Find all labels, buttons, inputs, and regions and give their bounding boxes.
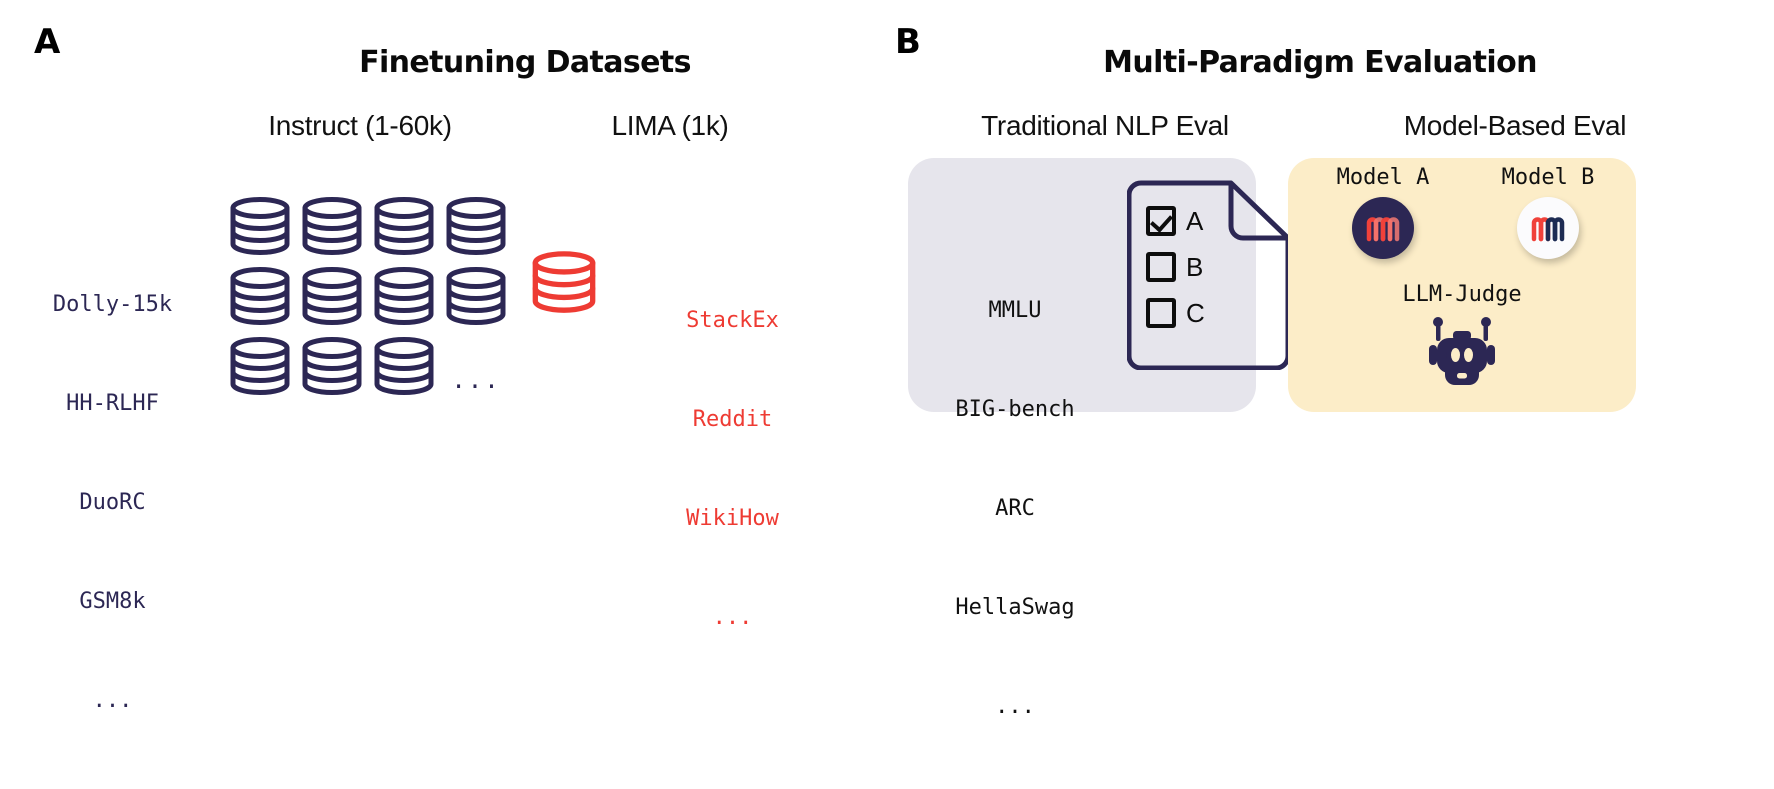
instruct-dataset-list: Dolly-15k HH-RLHF DuoRC GSM8k ... [20, 222, 205, 783]
database-cylinder-icon [300, 335, 364, 396]
option-letter-b: B [1186, 252, 1204, 282]
list-item: MMLU [988, 298, 1042, 323]
llm-judge-label: LLM-Judge [1402, 282, 1522, 307]
database-cylinder-icon [228, 196, 292, 257]
llm-judge-block: LLM-Judge [1372, 282, 1552, 387]
document-page-icon [1127, 178, 1293, 370]
grid-ellipsis: ... [451, 365, 501, 394]
list-item: Reddit [692, 407, 773, 432]
model-b-block: Model B [1468, 165, 1628, 260]
database-cylinder-icon [228, 266, 292, 327]
option-row[interactable]: A [1146, 198, 1276, 244]
lima-source-list: StackEx Reddit WikiHow ... [625, 238, 840, 700]
model-b-label: Model B [1501, 165, 1595, 190]
database-cylinder-icon [444, 266, 508, 327]
panel-a-letter: A [34, 22, 60, 62]
nlp-eval-subtitle: Traditional NLP Eval [981, 110, 1229, 141]
list-item: DuoRC [79, 490, 146, 515]
option-letter-a: A [1186, 206, 1204, 236]
checkbox-c[interactable] [1146, 298, 1176, 328]
list-item: GSM8k [79, 589, 146, 614]
model-a-block: Model A [1303, 165, 1463, 260]
option-row[interactable]: B [1146, 244, 1276, 290]
model-b-logo-icon [1517, 197, 1579, 260]
instruct-database-grid: ... [228, 196, 508, 396]
benchmark-list: MMLU BIG-bench ARC HellaSwag ... [905, 228, 1125, 789]
list-item-ellipsis: ... [712, 605, 753, 630]
robot-icon [1425, 315, 1499, 387]
option-letter-c: C [1186, 298, 1205, 328]
list-item-ellipsis: ... [995, 694, 1035, 719]
instruct-subtitle: Instruct (1-60k) [268, 110, 452, 141]
database-cylinder-icon [444, 196, 508, 257]
panel-b-title: Multi-Paradigm Evaluation [1103, 45, 1537, 80]
model-a-label: Model A [1336, 165, 1430, 190]
list-item: HellaSwag [955, 595, 1075, 620]
lima-database-cylinder-icon [530, 243, 598, 321]
list-item: WikiHow [686, 506, 779, 531]
panel-a-title: Finetuning Datasets [359, 45, 691, 80]
option-row[interactable]: C [1146, 290, 1276, 336]
database-cylinder-icon [300, 196, 364, 257]
checkbox-b[interactable] [1146, 252, 1176, 282]
document-options: A B C [1146, 198, 1276, 336]
list-item: StackEx [686, 308, 779, 333]
model-a-logo-icon [1352, 197, 1414, 260]
figure-root: A Finetuning Datasets Instruct (1-60k) L… [0, 0, 1774, 530]
checkbox-a[interactable] [1146, 206, 1176, 236]
list-item: HH-RLHF [66, 391, 159, 416]
list-item: ARC [995, 496, 1035, 521]
list-item: Dolly-15k [52, 292, 173, 317]
list-item: BIG-bench [955, 397, 1075, 422]
database-cylinder-icon [300, 266, 364, 327]
lima-subtitle: LIMA (1k) [611, 110, 729, 141]
database-cylinder-icon [372, 266, 436, 327]
database-cylinder-icon [372, 196, 436, 257]
database-cylinder-icon [372, 335, 436, 396]
database-cylinder-icon [228, 335, 292, 396]
model-eval-subtitle: Model-Based Eval [1403, 110, 1627, 141]
list-item-ellipsis: ... [92, 688, 133, 713]
panel-b-letter: B [895, 22, 921, 62]
